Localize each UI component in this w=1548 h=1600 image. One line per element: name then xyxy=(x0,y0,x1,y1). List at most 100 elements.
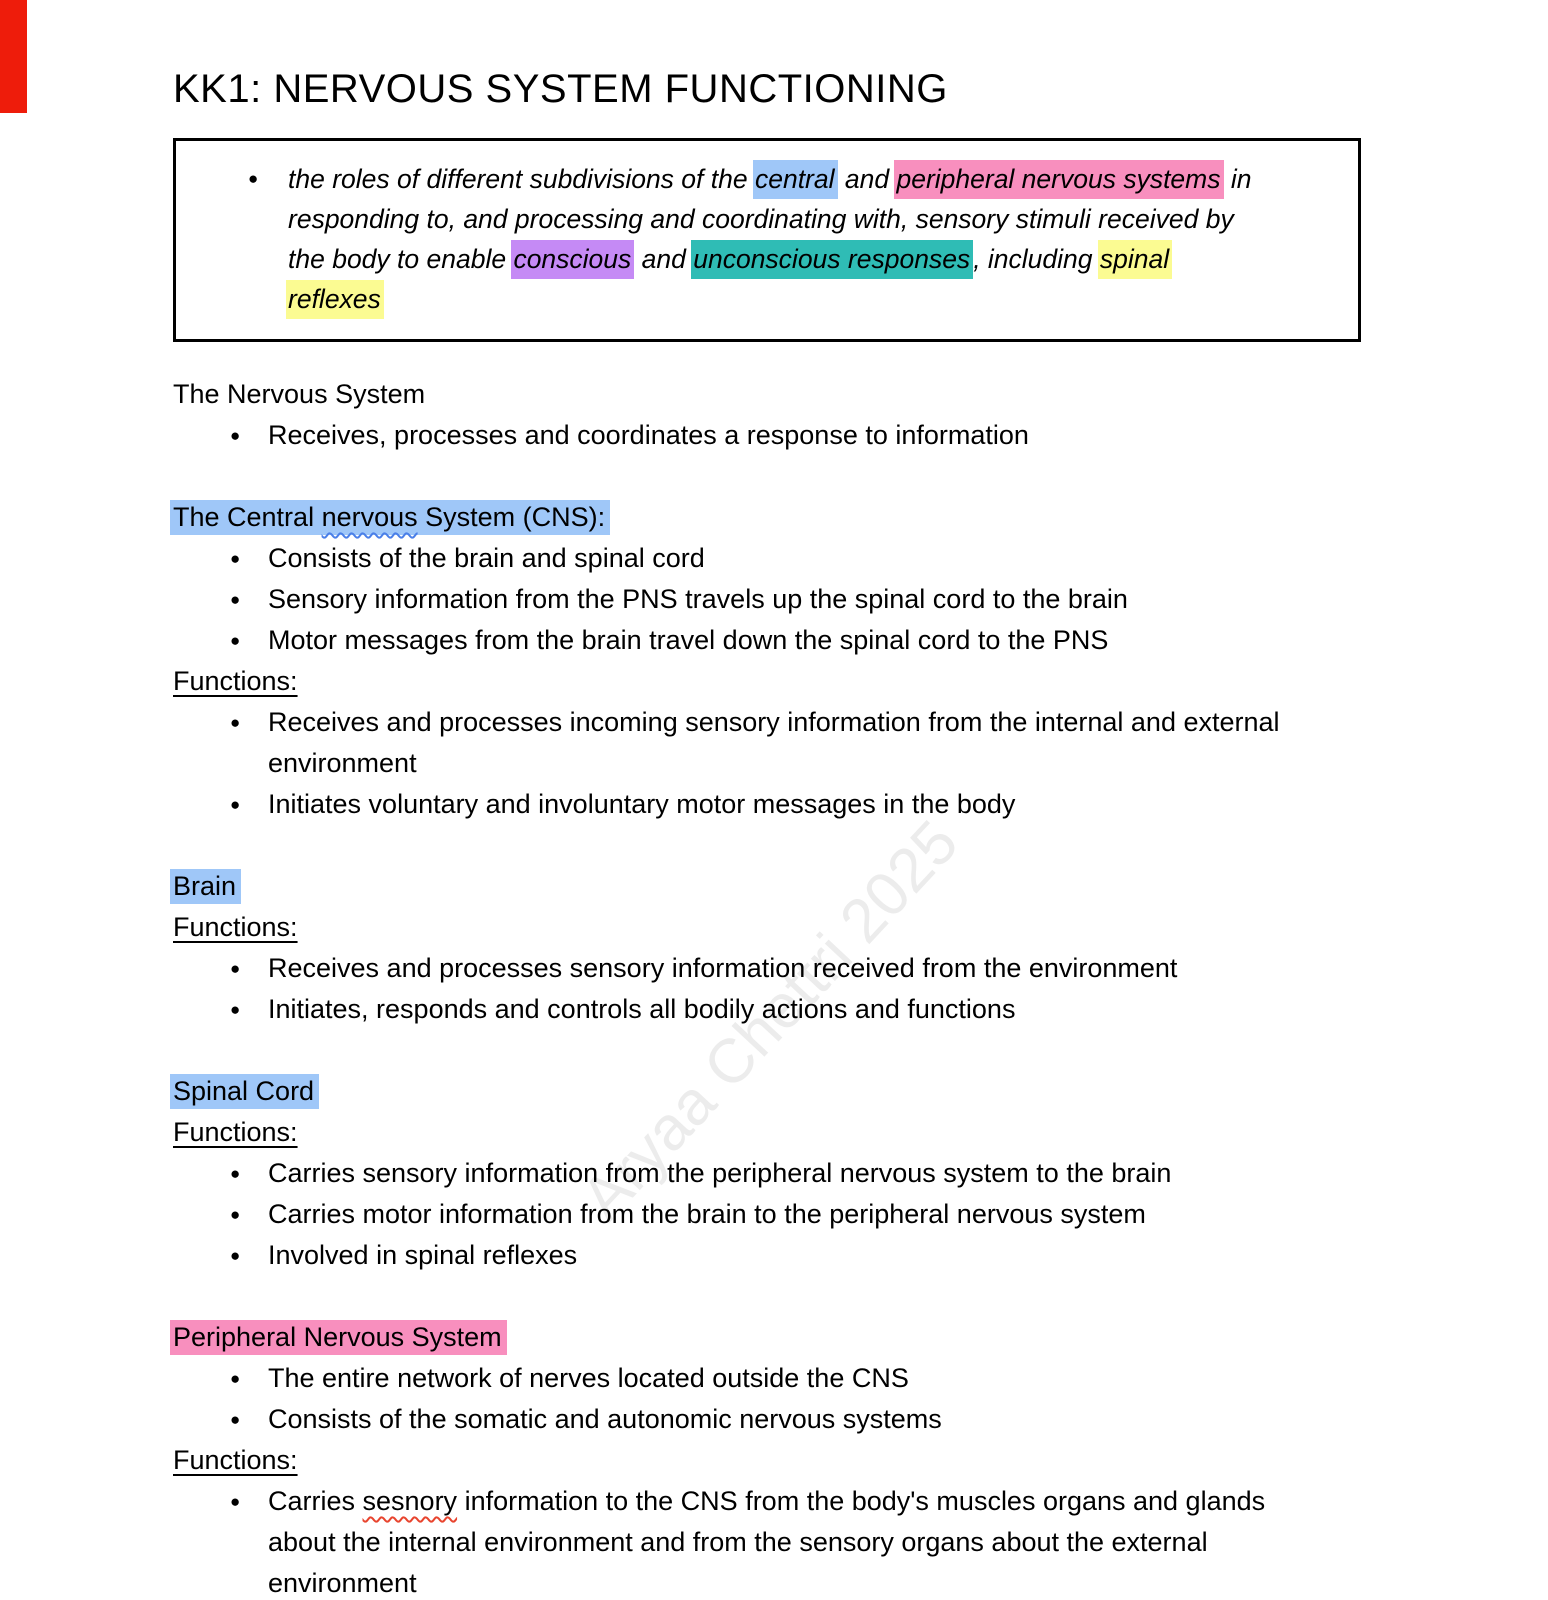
paragraph-spacer xyxy=(173,456,1375,497)
page-title: KK1: NERVOUS SYSTEM FUNCTIONING xyxy=(173,67,948,111)
bullet-text: Receives and processes sensory informati… xyxy=(268,953,1177,983)
functions-label: Functions: xyxy=(173,1112,1375,1153)
bullet-text: Initiates, responds and controls all bod… xyxy=(268,994,1015,1024)
bullet-text: Consists of the somatic and autonomic ne… xyxy=(268,1404,942,1434)
text-run: environment xyxy=(268,1568,417,1598)
bullet-dot-icon: ● xyxy=(230,549,241,568)
bullet-item: ●Carries sensory information from the pe… xyxy=(173,1153,1375,1194)
functions-label: Functions: xyxy=(173,1440,1375,1481)
bullet-dot-icon: ● xyxy=(230,713,241,732)
highlighted-text: central xyxy=(752,160,838,199)
highlighted-text: spinal xyxy=(1097,240,1173,279)
squiggle-underlined-word: sesnory xyxy=(362,1486,458,1516)
objective-box: ● the roles of different subdivisions of… xyxy=(173,138,1361,342)
section-heading: Peripheral Nervous System xyxy=(170,1317,1375,1358)
bullet-item: ●Sensory information from the PNS travel… xyxy=(173,579,1375,620)
text-run: Consists of the brain and spinal cord xyxy=(268,543,705,573)
highlighted-text: reflexes xyxy=(286,280,384,319)
bullet-dot-icon: ● xyxy=(230,426,241,445)
red-marker xyxy=(0,0,27,113)
paragraph-spacer xyxy=(173,1276,1375,1317)
squiggle-underlined-word: nervous xyxy=(321,502,418,532)
underlined-text: Functions: xyxy=(173,1445,298,1475)
bullet-item: ● Receives, processes and coordinates a r… xyxy=(173,415,1375,456)
functions-label: Functions: xyxy=(173,907,1375,948)
text-run: Functions: xyxy=(173,912,298,942)
text-run: the body to enable xyxy=(288,244,514,274)
bullet-dot-icon: ● xyxy=(230,795,241,814)
text-run: Functions: xyxy=(173,1117,298,1147)
objective-text: the roles of different subdivisions of t… xyxy=(286,159,1340,319)
section-heading: The Nervous System xyxy=(173,374,1375,415)
bullet-text: The entire network of nerves located out… xyxy=(268,1363,909,1393)
bullet-dot-icon: ● xyxy=(230,1410,241,1429)
text-run: in xyxy=(1223,164,1252,194)
bullet-dot-icon: ● xyxy=(230,1369,241,1388)
section-heading: Spinal Cord xyxy=(170,1071,1375,1112)
bullet-dot-icon: ● xyxy=(248,169,259,188)
text-run: Receives, processes and coordinates a re… xyxy=(268,420,1029,450)
bullet-item: ● Involved in spinal reflexes xyxy=(173,1235,1375,1276)
bullet-dot-icon: ● xyxy=(230,1246,241,1265)
text-run: Carries xyxy=(268,1486,363,1516)
underlined-text: Functions: xyxy=(173,666,298,696)
text-run: System (CNS): xyxy=(417,502,606,532)
bullet-dot-icon: ● xyxy=(230,631,241,650)
text-run: Carries motor information from the brain… xyxy=(268,1199,1146,1229)
text-run: Peripheral Nervous System xyxy=(173,1322,502,1352)
bullet-text: Sensory information from the PNS travels… xyxy=(268,584,1128,614)
section-heading: Brain xyxy=(170,866,1375,907)
bullet-item: ● Carries motor information from the brai… xyxy=(173,1194,1375,1235)
text-run: and xyxy=(837,164,897,194)
bullet-text: Initiates voluntary and involuntary moto… xyxy=(268,789,1015,819)
text-run: Initiates voluntary and involuntary moto… xyxy=(268,789,1016,819)
text-run: Carries sensory information from the per… xyxy=(268,1158,1172,1188)
text-run: Receives and processes sensory informati… xyxy=(268,953,1178,983)
bullet-text: Consists of the brain and spinal cord xyxy=(268,543,705,573)
bullet-item: ●Receives and processes incoming sensory… xyxy=(173,702,1375,784)
underlined-text: Functions: xyxy=(173,912,298,942)
text-run: The Nervous System xyxy=(173,379,426,409)
text-run: Brain xyxy=(173,871,237,901)
text-run: Functions: xyxy=(173,666,298,696)
text-run: and xyxy=(634,244,694,274)
bullet-dot-icon: ● xyxy=(230,1205,241,1224)
bullet-text: Receives, processes and coordinates a re… xyxy=(268,420,1029,450)
text-run: responding to, and processing and coordi… xyxy=(288,204,1234,234)
highlighted-text: conscious xyxy=(511,240,635,279)
text-run: Involved in spinal reflexes xyxy=(268,1240,578,1270)
highlighted-text: unconscious responses xyxy=(691,240,974,279)
paragraph-spacer xyxy=(173,825,1375,866)
text-run: The Central xyxy=(173,502,322,532)
bullet-text: Motor messages from the brain travel dow… xyxy=(268,625,1108,655)
bullet-item: ● Receives and processes sensory informat… xyxy=(173,948,1375,989)
bullet-dot-icon: ● xyxy=(230,959,241,978)
section-heading: The Central nervous System (CNS): xyxy=(170,497,1375,538)
bullet-text: Involved in spinal reflexes xyxy=(268,1240,577,1270)
bullet-item: ● Motor messages from the brain travel do… xyxy=(173,620,1375,661)
text-run: about the internal environment and from … xyxy=(268,1527,1208,1557)
bullet-text: Carries motor information from the brain… xyxy=(268,1199,1146,1229)
text-run: the roles of different subdivisions of t… xyxy=(288,164,755,194)
bullet-item: ● Initiates voluntary and involuntary mot… xyxy=(173,784,1375,825)
text-run: , including xyxy=(973,244,1100,274)
underlined-text: Functions: xyxy=(173,1117,298,1147)
functions-label: Functions: xyxy=(173,661,1375,702)
text-run: Spinal Cord xyxy=(173,1076,315,1106)
bullet-item: ● Consists of the somatic and autonomic n… xyxy=(173,1399,1375,1440)
highlighted-text: peripheral nervous systems xyxy=(894,160,1224,199)
section-heading-highlight: Brain xyxy=(170,869,242,904)
document-body: The Nervous System ● Receives, processes a… xyxy=(170,374,1375,1600)
section-heading-highlight: Peripheral Nervous System xyxy=(170,1320,507,1355)
bullet-dot-icon: ● xyxy=(230,1000,241,1019)
text-run: Functions: xyxy=(173,1445,298,1475)
bullet-text: Carries sesnory information to the CNS f… xyxy=(268,1486,1265,1598)
bullet-item: ● Initiates, responds and controls all bo… xyxy=(173,989,1375,1030)
paragraph-spacer xyxy=(173,1030,1375,1071)
section-heading-highlight: Spinal Cord xyxy=(170,1074,320,1109)
section-heading-highlight: The Central nervous System (CNS): xyxy=(170,500,611,535)
text-run: information to the CNS from the body's m… xyxy=(457,1486,1266,1516)
bullet-item: ● The entire network of nerves located ou… xyxy=(173,1358,1375,1399)
bullet-dot-icon: ● xyxy=(230,1492,241,1511)
